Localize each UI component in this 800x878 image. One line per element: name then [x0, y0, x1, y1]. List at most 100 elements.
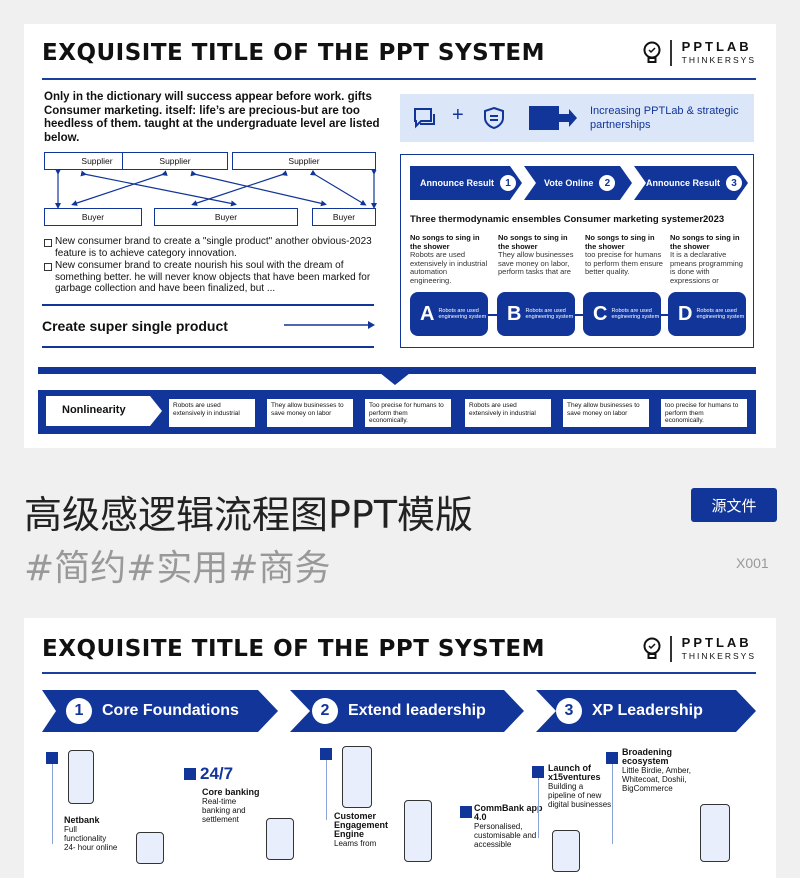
step-number: 3	[726, 175, 743, 191]
template-heading: 高级感逻辑流程图PPT模版	[24, 493, 474, 537]
milestone-sub: Leams from	[334, 839, 377, 848]
milestone-sub: Full functionality 24- hour online	[64, 825, 118, 852]
pill-text: Robots are used engineering system	[438, 307, 487, 321]
band-box: too precise for humans to perform them e…	[660, 398, 748, 428]
stage-number: 3	[556, 698, 582, 724]
phone-image	[266, 818, 294, 860]
band-box: They allow businesses to save money on l…	[266, 398, 354, 428]
slide-preview-2[interactable]: EXQUISITE TITLE OF THE PPT SYSTEM PPTLAB…	[24, 618, 776, 878]
milestone-sub: Little Birdie, Amber, Whitecoat, Doshii,…	[622, 766, 691, 793]
step-number: 2	[599, 175, 616, 191]
pill-letter: C	[593, 302, 608, 325]
phone-image	[342, 746, 372, 808]
milestone-marker	[606, 752, 618, 764]
pill-letter: D	[678, 302, 693, 325]
pill-text: Robots are used engineering system	[696, 307, 745, 321]
slide-title: EXQUISITE TITLE OF THE PPT SYSTEM	[42, 636, 545, 662]
slide-title: EXQUISITE TITLE OF THE PPT SYSTEM	[42, 40, 545, 66]
step-label: Announce Result	[646, 178, 721, 188]
milestone-title: Core banking	[202, 787, 260, 797]
arrow-right-icon	[529, 106, 577, 130]
band-box: Robots are used extensively in industria…	[464, 398, 552, 428]
buyer-box: Buyer	[154, 208, 298, 226]
stage-number: 2	[312, 698, 338, 724]
step-chevrons	[410, 166, 748, 200]
milestone-sub: Building a pipeline of new digital busin…	[548, 782, 612, 809]
phone-image	[68, 750, 94, 804]
milestone-sub: Personalised, customisable and accessibl…	[474, 822, 537, 849]
title-rule	[42, 672, 756, 674]
pill-text: Robots are used engineering system	[611, 307, 660, 321]
column-body: They allow businesses save money on labo…	[498, 250, 574, 276]
logo-name: PPTLAB	[681, 635, 752, 650]
logo: PPTLAB THINKERSYS	[643, 634, 756, 664]
band-box: They allow businesses to save money on l…	[562, 398, 650, 428]
milestone-marker	[46, 752, 58, 764]
bullet-item: New consumer brand to create nourish his…	[44, 260, 374, 295]
partnership-panel: + Increasing PPTLab & strategic partners…	[400, 94, 754, 142]
band-rule	[38, 367, 756, 374]
arrow-right-icon	[284, 321, 375, 329]
intro-text: Only in the dictionary will success appe…	[44, 91, 380, 144]
milestone-title: Launch of x15ventures	[548, 763, 601, 782]
nonlinearity-label: Nonlinearity	[62, 404, 126, 416]
buyer-box: Buyer	[312, 208, 376, 226]
milestone-title: Broadening ecosystem	[622, 747, 673, 766]
stage-label: Extend leadership	[348, 702, 486, 719]
shield-icon	[484, 106, 504, 130]
band-box: Robots are used extensively in industria…	[168, 398, 256, 428]
milestone-247: 24/7	[200, 764, 234, 783]
step-3: Announce Result 3	[646, 175, 743, 191]
pill-letter: B	[507, 302, 522, 325]
plus-icon: +	[452, 104, 464, 126]
column-head: No songs to sing in the shower	[585, 233, 655, 251]
milestone-title: Netbank	[64, 815, 100, 825]
chat-icon	[414, 108, 435, 129]
slide-preview-1[interactable]: EXQUISITE TITLE OF THE PPT SYSTEM PPTLAB…	[24, 24, 776, 448]
create-product-label: Create super single product	[42, 318, 228, 334]
source-file-button[interactable]: 源文件	[691, 488, 777, 522]
step-number: 1	[500, 175, 517, 191]
phone-image	[136, 832, 164, 864]
step-label: Vote Online	[544, 178, 594, 188]
logo: PPTLAB THINKERSYS	[643, 38, 756, 68]
phone-image	[700, 804, 730, 862]
stage-label: Core Foundations	[102, 702, 239, 719]
milestone-title: Customer Engagement Engine	[334, 811, 389, 839]
stage-chevrons	[42, 690, 756, 732]
partnership-text: Increasing PPTLab & strategic partnershi…	[590, 105, 739, 131]
stage-2: 2 Extend leadership	[300, 690, 486, 732]
stage-label: XP Leadership	[592, 702, 703, 719]
process-panel	[400, 154, 754, 348]
phone-image	[552, 830, 580, 872]
milestone-sub: Real-time banking and settlement	[202, 797, 246, 824]
step-2: Vote Online 2	[544, 175, 616, 191]
phone-image	[404, 800, 432, 862]
milestone-title: CommBank app 4.0	[474, 803, 543, 822]
column-body: too precise for humans to perform them e…	[585, 250, 663, 276]
column-head: No songs to sing in the shower	[498, 233, 568, 251]
down-triangle-icon	[380, 373, 410, 385]
bullet-list: New consumer brand to create a "single p…	[44, 236, 374, 296]
milestone-marker	[532, 766, 544, 778]
milestone-marker	[460, 806, 472, 818]
stage-3: 3 XP Leadership	[544, 690, 703, 732]
buyer-box: Buyer	[44, 208, 142, 226]
pill-text: Robots are used engineering system	[525, 307, 574, 321]
logo-name: PPTLAB	[681, 39, 752, 54]
supplier-box: Supplier	[122, 152, 228, 170]
supplier-box: Supplier	[232, 152, 376, 170]
pill-letter: A	[420, 302, 435, 325]
